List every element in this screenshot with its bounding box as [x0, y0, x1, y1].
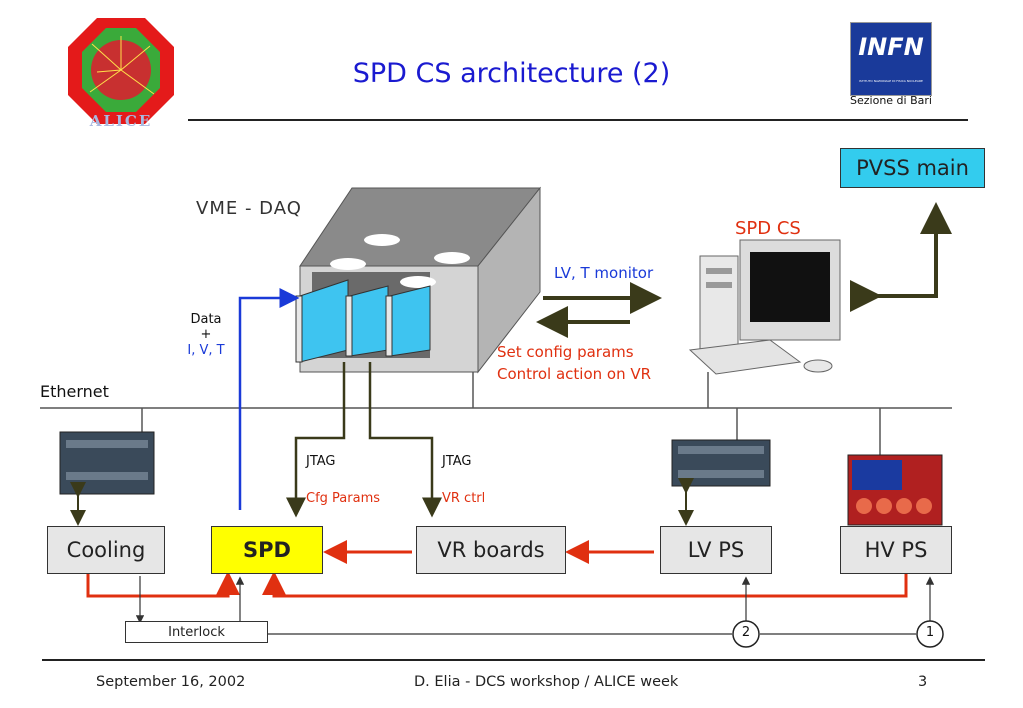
vr-ctrl-label: VR ctrl: [442, 491, 486, 506]
cooling-label: Cooling: [66, 538, 146, 562]
infn-logo-subtext: ISTITUTO NAZIONALE DI FISICA NUCLEARE: [859, 79, 923, 83]
ethernet-label: Ethernet: [40, 382, 109, 401]
data-arrow: [238, 288, 300, 510]
alice-octagon-icon: [68, 18, 174, 124]
set-config-label: Set config params: [497, 343, 634, 361]
jtag-cfg-arrow: [286, 362, 346, 518]
cfg-params-label: Cfg Params: [306, 491, 381, 506]
data-ivt-label: I, V, T: [187, 343, 225, 358]
lv-t-monitor-label: LV, T monitor: [554, 264, 654, 282]
pvss-main-label: PVSS main: [856, 156, 969, 180]
computer-icon: [688, 239, 841, 375]
hv-crate-icon: [847, 454, 943, 526]
alice-logo-text: ALICE: [89, 112, 153, 130]
alice-logo: ALICE: [62, 14, 180, 132]
infn-logo-text: INFN: [858, 33, 924, 61]
circle-1-label: 1: [925, 625, 935, 640]
vr-boards-box: VR boards: [416, 526, 566, 574]
infn-section: Sezione di Bari: [850, 94, 932, 107]
jtag-label-2: JTAG: [442, 454, 472, 469]
interlock-label: Interlock: [168, 624, 225, 640]
hv-ps-box: HV PS: [840, 526, 952, 574]
data-plus-label: +: [200, 327, 212, 342]
pvss-link-arrow: [850, 202, 952, 312]
plc-module-lv-icon: [671, 439, 771, 487]
infn-logo: INFN ISTITUTO NAZIONALE DI FISICA NUCLEA…: [850, 22, 932, 96]
lv-ps-box: LV PS: [660, 526, 772, 574]
jtag-vr-arrow: [368, 362, 442, 518]
hv-to-spd-red: [262, 571, 908, 598]
lv-ps-label: LV PS: [687, 538, 745, 562]
circle-2-label: 2: [741, 625, 751, 640]
spd-cs-label: SPD CS: [735, 218, 801, 239]
footer-page-number: 3: [918, 674, 928, 690]
cooling-to-spd-red: [86, 571, 240, 598]
vr-boards-label: VR boards: [437, 538, 545, 562]
interlock-box: Interlock: [125, 621, 268, 643]
spd-box: SPD: [211, 526, 323, 574]
footer-line: [42, 659, 985, 661]
vme-crate-icon: [295, 186, 542, 374]
jtag-label-1: JTAG: [306, 454, 336, 469]
pvss-main-box: PVSS main: [840, 148, 985, 188]
spd-label: SPD: [243, 538, 291, 562]
plc-module-cooling-icon: [59, 431, 155, 495]
footer-date: September 16, 2002: [96, 674, 246, 690]
title-underline: [188, 119, 968, 121]
control-action-label: Control action on VR: [497, 365, 652, 383]
vme-daq-label: VME - DAQ: [196, 198, 302, 219]
circle-2-shape: [732, 620, 760, 648]
cooling-box: Cooling: [47, 526, 165, 574]
hv-ps-label: HV PS: [864, 538, 928, 562]
circle-1-shape: [916, 620, 944, 648]
footer-author: D. Elia - DCS workshop / ALICE week: [414, 674, 679, 690]
page-title: SPD CS architecture (2): [352, 58, 671, 89]
data-label: Data: [190, 312, 222, 327]
